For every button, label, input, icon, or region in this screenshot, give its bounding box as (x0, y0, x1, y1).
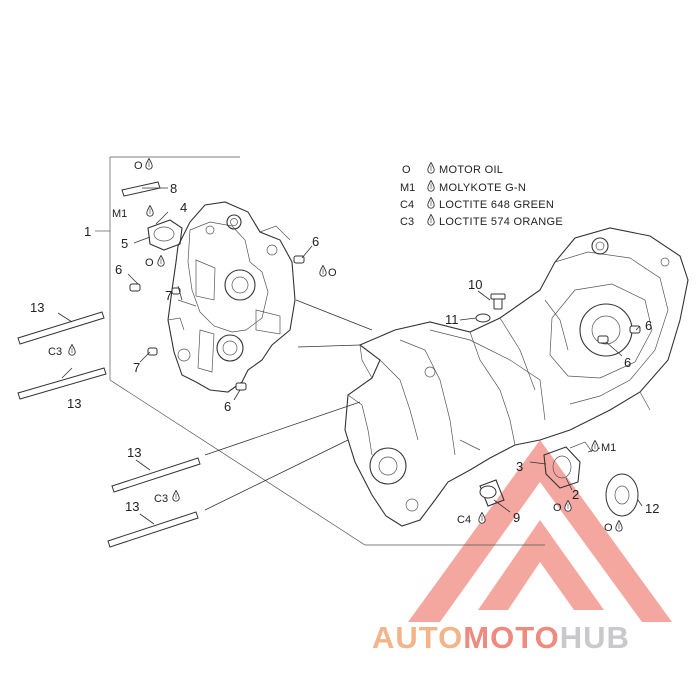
watermark-part3: HUB (559, 620, 630, 655)
callout-13d: 13 (125, 499, 139, 514)
callout-3: 3 (516, 459, 523, 474)
left-crankcase-half (167, 201, 296, 393)
legend-code-2: C4 (400, 199, 414, 211)
callout-13c: 13 (127, 445, 141, 460)
callout-7b: 7 (133, 360, 140, 375)
callout-9: 9 (513, 510, 520, 525)
symbol-o-c: O (328, 267, 337, 279)
part-callouts: 1 2 3 4 5 6 6 6 6 6 7 7 8 9 10 11 12 13 … (30, 181, 659, 525)
callout-13b: 13 (67, 396, 81, 411)
right-small-parts (475, 293, 641, 517)
callout-2: 2 (572, 487, 579, 502)
legend-text-0: MOTOR OIL (439, 164, 503, 176)
callout-1: 1 (84, 224, 91, 239)
symbol-o-b: O (145, 257, 154, 269)
legend-code-3: C3 (400, 216, 414, 228)
watermark-part2: MOTO (463, 620, 560, 655)
callout-6a: 6 (115, 262, 122, 277)
callout-6b: 6 (312, 234, 319, 249)
callout-6e: 6 (624, 355, 631, 370)
right-crankcase-half (344, 227, 689, 527)
lubricant-legend: O MOTOR OIL M1 MOLYKOTE G-N C4 LOCTITE 6… (400, 164, 563, 228)
symbol-m1-b: M1 (601, 442, 616, 454)
symbol-c4-a: C4 (457, 514, 471, 526)
callout-10: 10 (468, 277, 482, 292)
left-dowel-pins (129, 255, 305, 391)
callout-5: 5 (121, 236, 128, 251)
watermark-triangle (408, 440, 672, 622)
callout-6d: 6 (645, 318, 652, 333)
callout-8: 8 (170, 181, 177, 196)
legend-text-3: LOCTITE 574 ORANGE (439, 216, 563, 228)
legend-code-1: M1 (400, 182, 415, 194)
symbol-labels: O M1 O O C3 C3 C4 O M1 O (48, 160, 616, 534)
symbol-c3-a: C3 (48, 346, 62, 358)
left-crankcase-frame (95, 156, 545, 546)
symbol-c3-b: C3 (154, 493, 168, 505)
watermark-logo: AUTOMOTOHUB (372, 620, 692, 656)
symbol-o-e: O (604, 522, 613, 534)
studs (17, 311, 201, 548)
symbol-o-d: O (553, 502, 562, 514)
callout-12: 12 (645, 501, 659, 516)
callout-6c: 6 (224, 399, 231, 414)
callout-4: 4 (180, 200, 187, 215)
symbol-m1-a: M1 (112, 208, 127, 220)
legend-code-0: O (402, 164, 411, 176)
watermark-part1: AUTO (372, 620, 464, 655)
callout-11: 11 (445, 312, 459, 327)
legend-text-2: LOCTITE 648 GREEN (439, 199, 554, 211)
legend-text-1: MOLYKOTE G-N (439, 182, 526, 194)
symbol-o-a: O (134, 160, 143, 172)
callout-13a: 13 (30, 300, 44, 315)
callout-7a: 7 (165, 288, 172, 303)
